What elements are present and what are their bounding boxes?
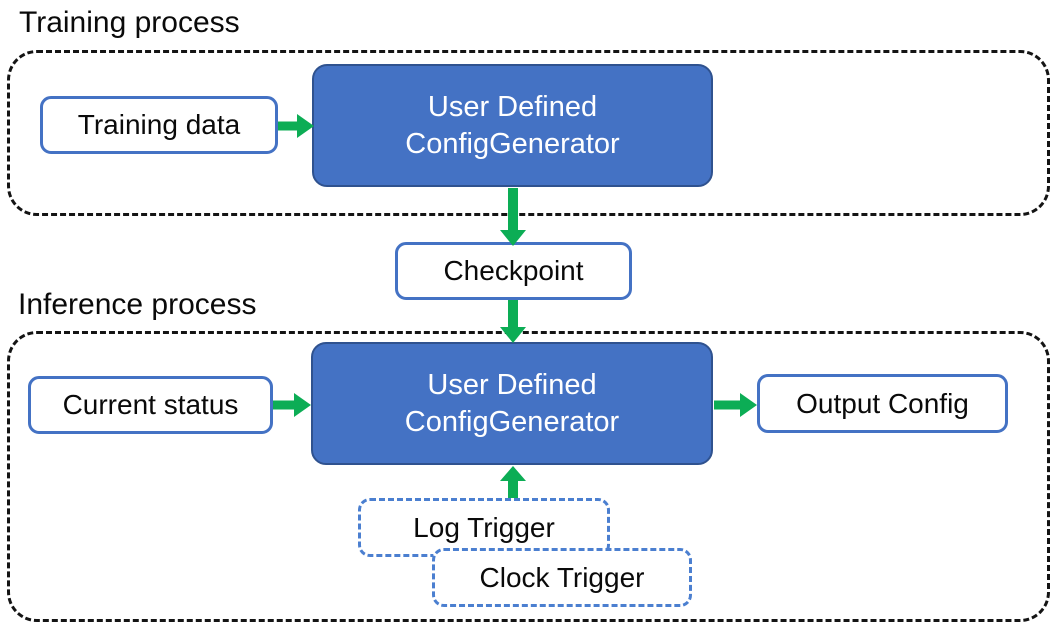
arrow-head-up-icon xyxy=(500,466,526,481)
config-generator-training-label-line2: ConfigGenerator xyxy=(405,127,620,160)
arrow-head-down-icon xyxy=(500,230,526,246)
clock-trigger-node: Clock Trigger xyxy=(432,548,692,607)
current-status-label: Current status xyxy=(62,389,239,420)
config-generator-inference-label-line1: User Defined xyxy=(427,368,597,401)
arrow-checkpoint-to-generator xyxy=(500,300,526,343)
arrow-current-status-to-generator xyxy=(273,392,311,418)
arrow-head-right-icon xyxy=(740,393,757,417)
config-generator-training-label-line1: User Defined xyxy=(427,90,598,123)
arrow-shaft xyxy=(508,188,518,231)
config-generator-training-node: User Defined ConfigGenerator xyxy=(312,64,713,187)
checkpoint-label: Checkpoint xyxy=(443,255,584,286)
arrow-shaft xyxy=(278,121,298,131)
arrow-shaft xyxy=(508,300,518,328)
training-data-node: Training data xyxy=(40,96,278,154)
arrow-head-down-icon xyxy=(500,327,526,343)
arrow-shaft xyxy=(508,480,518,498)
checkpoint-node: Checkpoint xyxy=(395,242,632,300)
arrow-head-right-icon xyxy=(294,393,311,417)
config-generator-inference-label-line2: ConfigGenerator xyxy=(404,405,620,438)
arrow-triggers-to-generator xyxy=(500,466,526,498)
arrow-head-right-icon xyxy=(297,114,314,138)
config-generator-inference-node: User Defined ConfigGenerator xyxy=(311,342,713,465)
arrow-generator-to-checkpoint xyxy=(500,188,526,246)
output-config-node: Output Config xyxy=(757,374,1008,433)
clock-trigger-label: Clock Trigger xyxy=(479,561,645,593)
output-config-label: Output Config xyxy=(796,387,969,419)
arrow-shaft xyxy=(714,400,741,410)
arrow-training-data-to-generator xyxy=(278,113,314,139)
inference-process-title: Inference process xyxy=(18,288,257,321)
log-trigger-label: Log Trigger xyxy=(413,511,555,543)
training-data-label: Training data xyxy=(77,109,241,140)
arrow-shaft xyxy=(273,400,295,410)
training-process-title: Training process xyxy=(19,6,240,39)
training-process-container xyxy=(7,50,1050,216)
current-status-node: Current status xyxy=(28,376,273,434)
arrow-generator-to-output-config xyxy=(714,392,757,418)
inference-process-container xyxy=(7,331,1050,622)
